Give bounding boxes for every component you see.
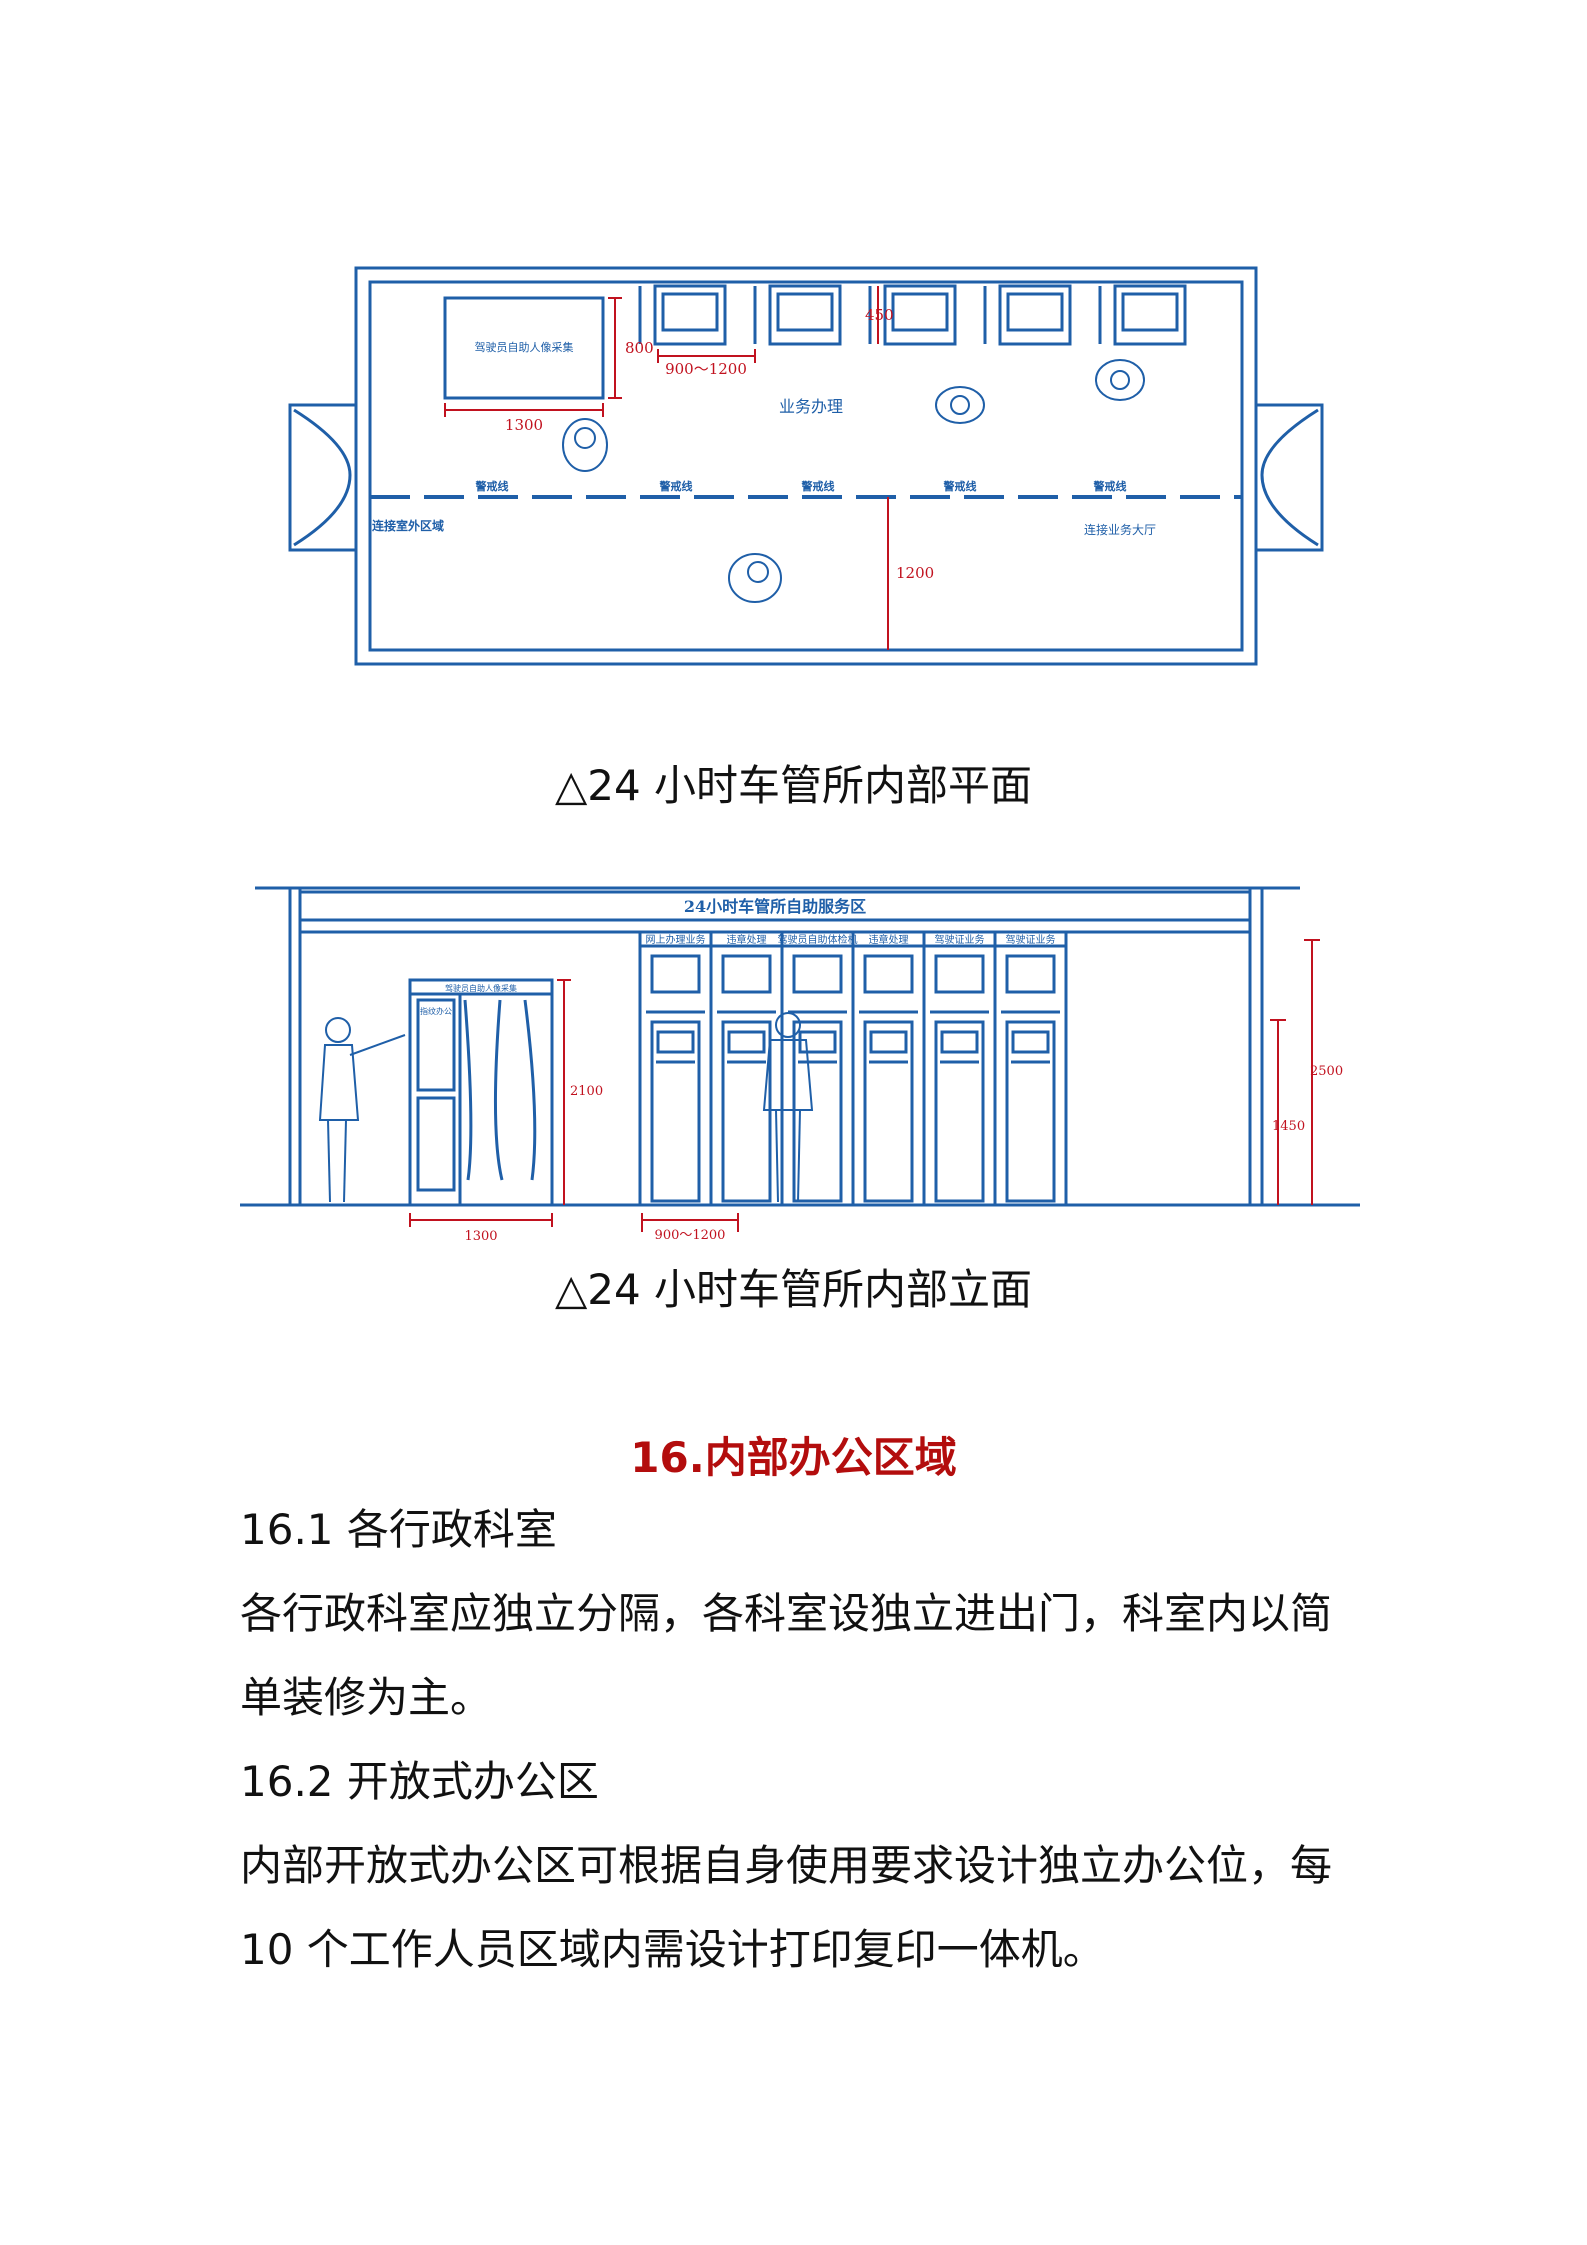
dim-2500: 2500 xyxy=(1310,1064,1343,1079)
warning-line-label: 警戒线 xyxy=(659,479,693,493)
kiosk-bay xyxy=(993,930,1068,1207)
dim-1450: 1450 xyxy=(1272,1119,1305,1134)
booth-label: 驾驶员自助人像采集 xyxy=(445,983,517,993)
warning-line-label: 警戒线 xyxy=(1093,479,1127,493)
plan-hall-label: 连接业务大厅 xyxy=(1084,522,1156,537)
kiosk-body xyxy=(721,1020,772,1203)
kiosk-top-screen xyxy=(792,954,843,994)
kiosk-label: 违章处理 xyxy=(727,933,767,946)
caption-floor-plan: △24 小时车管所内部平面 xyxy=(554,761,1033,810)
kiosk-top-screen xyxy=(650,954,701,994)
plan-camera-label: 驾驶员自助人像采集 xyxy=(475,340,574,354)
subsection-16-2-title: 16.2 开放式办公区 xyxy=(240,1757,599,1806)
kiosk-top-screen xyxy=(721,954,772,994)
kiosk-label: 网上办理业务 xyxy=(646,933,706,946)
dim-2100: 2100 xyxy=(570,1084,603,1099)
dim-450: 450 xyxy=(865,306,894,324)
kiosk-label: 驾驶证业务 xyxy=(1006,933,1056,946)
dim-900-1200: 900～1200 xyxy=(665,360,747,378)
subsection-16-1-title: 16.1 各行政科室 xyxy=(240,1505,557,1554)
dim-1300: 1300 xyxy=(464,1229,497,1240)
caption-elevation: △24 小时车管所内部立面 xyxy=(554,1265,1033,1314)
kiosk-body xyxy=(1005,1020,1056,1203)
booth-panel-label: 指纹办公 xyxy=(420,1006,452,1016)
warning-line-label: 警戒线 xyxy=(801,479,835,493)
kiosk-body xyxy=(650,1020,701,1203)
kiosk-top-screen xyxy=(1005,954,1056,994)
dim-800: 800 xyxy=(625,339,654,357)
kiosk-label: 驾驶证业务 xyxy=(935,933,985,946)
floor-plan-drawing: 驾驶员自助人像采集 业务办理 连接室外区域 连接业务大厅 警戒线 警戒线 警戒线… xyxy=(288,266,1324,666)
plan-business-label: 业务办理 xyxy=(779,397,843,416)
kiosk-label: 违章处理 xyxy=(869,933,909,946)
kiosk-body xyxy=(792,1020,843,1203)
kiosk-top-screen xyxy=(934,954,985,994)
kiosk-body xyxy=(934,1020,985,1203)
subsection-16-1-body: 各行政科室应独立分隔，各科室设独立进出门，科室内以简单装修为主。 xyxy=(240,1589,1333,1722)
subsection-16-2-body: 内部开放式办公区可根据自身使用要求设计独立办公位，每 10 个工作人员区域内需设… xyxy=(240,1841,1333,1974)
warning-line-label: 警戒线 xyxy=(943,479,977,493)
warning-line-label: 警戒线 xyxy=(475,479,509,493)
elevation-drawing: 网上办理业务 违章处理驾驶员自助体检机违章处理 驾驶证业务 驾驶证业务 24小时车管所… xyxy=(240,886,1360,1240)
dim-900-1200: 900～1200 xyxy=(655,1228,726,1240)
kiosk-top-screen xyxy=(863,954,914,994)
plan-outdoor-label: 连接室外区域 xyxy=(372,518,444,533)
section-heading: 16.内部办公区域 xyxy=(630,1433,957,1482)
dim-1300: 1300 xyxy=(505,416,543,434)
dim-1200: 1200 xyxy=(896,564,934,582)
elevation-title: 24小时车管所自助服务区 xyxy=(684,897,866,916)
kiosk-label: 驾驶员自助体检机 xyxy=(778,933,858,946)
kiosk-body xyxy=(863,1020,914,1203)
plan-kiosks xyxy=(638,284,1187,346)
